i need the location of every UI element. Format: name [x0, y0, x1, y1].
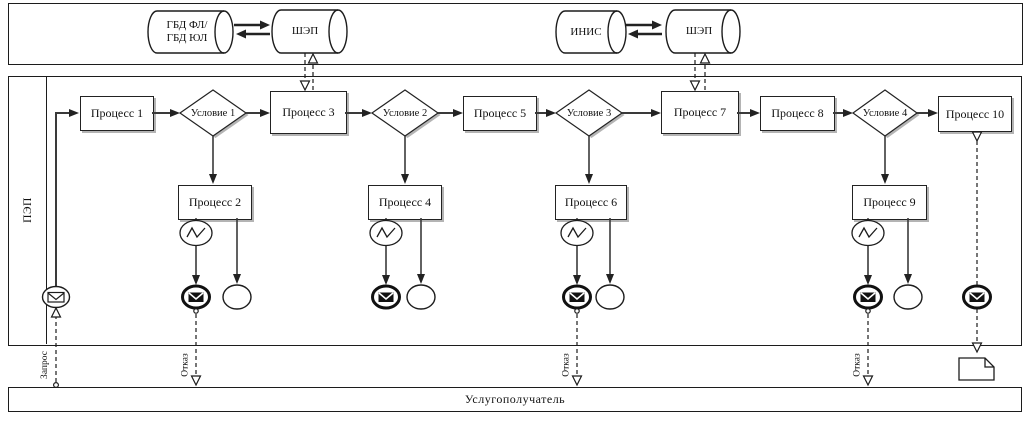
process-9-box: Процесс 9	[852, 185, 927, 220]
process-7-label: Процесс 7	[673, 105, 727, 120]
process-9-label: Процесс 9	[863, 195, 916, 210]
process-5-label: Процесс 5	[473, 106, 527, 121]
process-1-box: Процесс 1	[80, 96, 154, 131]
process-8-label: Процесс 8	[771, 106, 824, 121]
process-2-box: Процесс 2	[178, 185, 252, 220]
process-3-label: Процесс 3	[282, 105, 335, 120]
lane-title: ПЭП	[9, 77, 46, 343]
process-6-label: Процесс 6	[564, 195, 618, 210]
process-8-box: Процесс 8	[760, 96, 835, 131]
lane-title-label: ПЭП	[21, 197, 34, 223]
external-systems-band	[8, 3, 1023, 65]
process-6-box: Процесс 6	[555, 185, 627, 220]
recipient-label: Услугополучатель	[464, 392, 566, 406]
process-1-label: Процесс 1	[90, 106, 144, 121]
process-7-box: Процесс 7	[661, 91, 739, 134]
recipient-box: Услугополучатель	[8, 387, 1022, 412]
process-10-label: Процесс 10	[945, 106, 1005, 121]
process-4-box: Процесс 4	[368, 185, 442, 220]
process-4-label: Процесс 4	[378, 195, 432, 210]
process-2-label: Процесс 2	[188, 195, 242, 210]
lane-divider	[46, 77, 47, 344]
process-5-box: Процесс 5	[463, 96, 537, 131]
process-10-box: Процесс 10	[938, 96, 1012, 132]
process-3-box: Процесс 3	[270, 91, 347, 134]
